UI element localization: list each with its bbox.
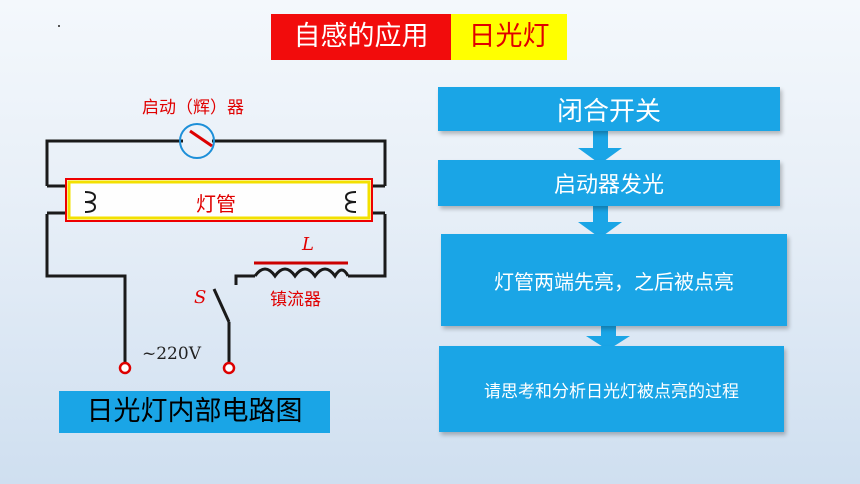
- flow-step-close-switch: 闭合开关: [438, 87, 780, 131]
- title-highlight: 日光灯: [451, 14, 567, 60]
- title-main: 自感的应用: [271, 14, 451, 60]
- terminal-left: [118, 361, 132, 375]
- flow-step-question: 请思考和分析日光灯被点亮的过程: [439, 346, 784, 432]
- tube-body: [65, 178, 373, 222]
- inductor-coil: [253, 267, 350, 279]
- arrow-1: [578, 131, 622, 164]
- starter-circle: [179, 123, 215, 159]
- arrow-3: [586, 326, 630, 350]
- wire-right: [348, 214, 387, 278]
- voltage-label: ~220V: [142, 344, 201, 364]
- coil-right: [344, 191, 357, 213]
- wire-top-right: [212, 139, 387, 186]
- coil-left: [84, 191, 97, 213]
- terminal-right: [222, 361, 236, 375]
- ballast-label: 镇流器: [270, 290, 321, 310]
- switch-symbol: S: [194, 287, 207, 308]
- tube-label: 灯管: [196, 192, 236, 216]
- inductor-symbol: L: [302, 234, 314, 255]
- starter-electrode: [189, 129, 213, 148]
- wire-left: [45, 214, 127, 362]
- arrow-2: [578, 206, 622, 238]
- diagram-caption: 日光灯内部电路图: [59, 391, 330, 433]
- flow-step-starter-glows: 启动器发光: [438, 160, 780, 206]
- tube-inner: [67, 180, 371, 220]
- switch-blade: [212, 288, 231, 323]
- wire-top: [45, 139, 183, 186]
- wire-ballast-left: [234, 274, 255, 285]
- flow-step-tube-lights: 灯管两端先亮，之后被点亮: [441, 234, 787, 326]
- stray-dot: [58, 25, 60, 27]
- starter-label: 启动（辉）器: [142, 98, 244, 118]
